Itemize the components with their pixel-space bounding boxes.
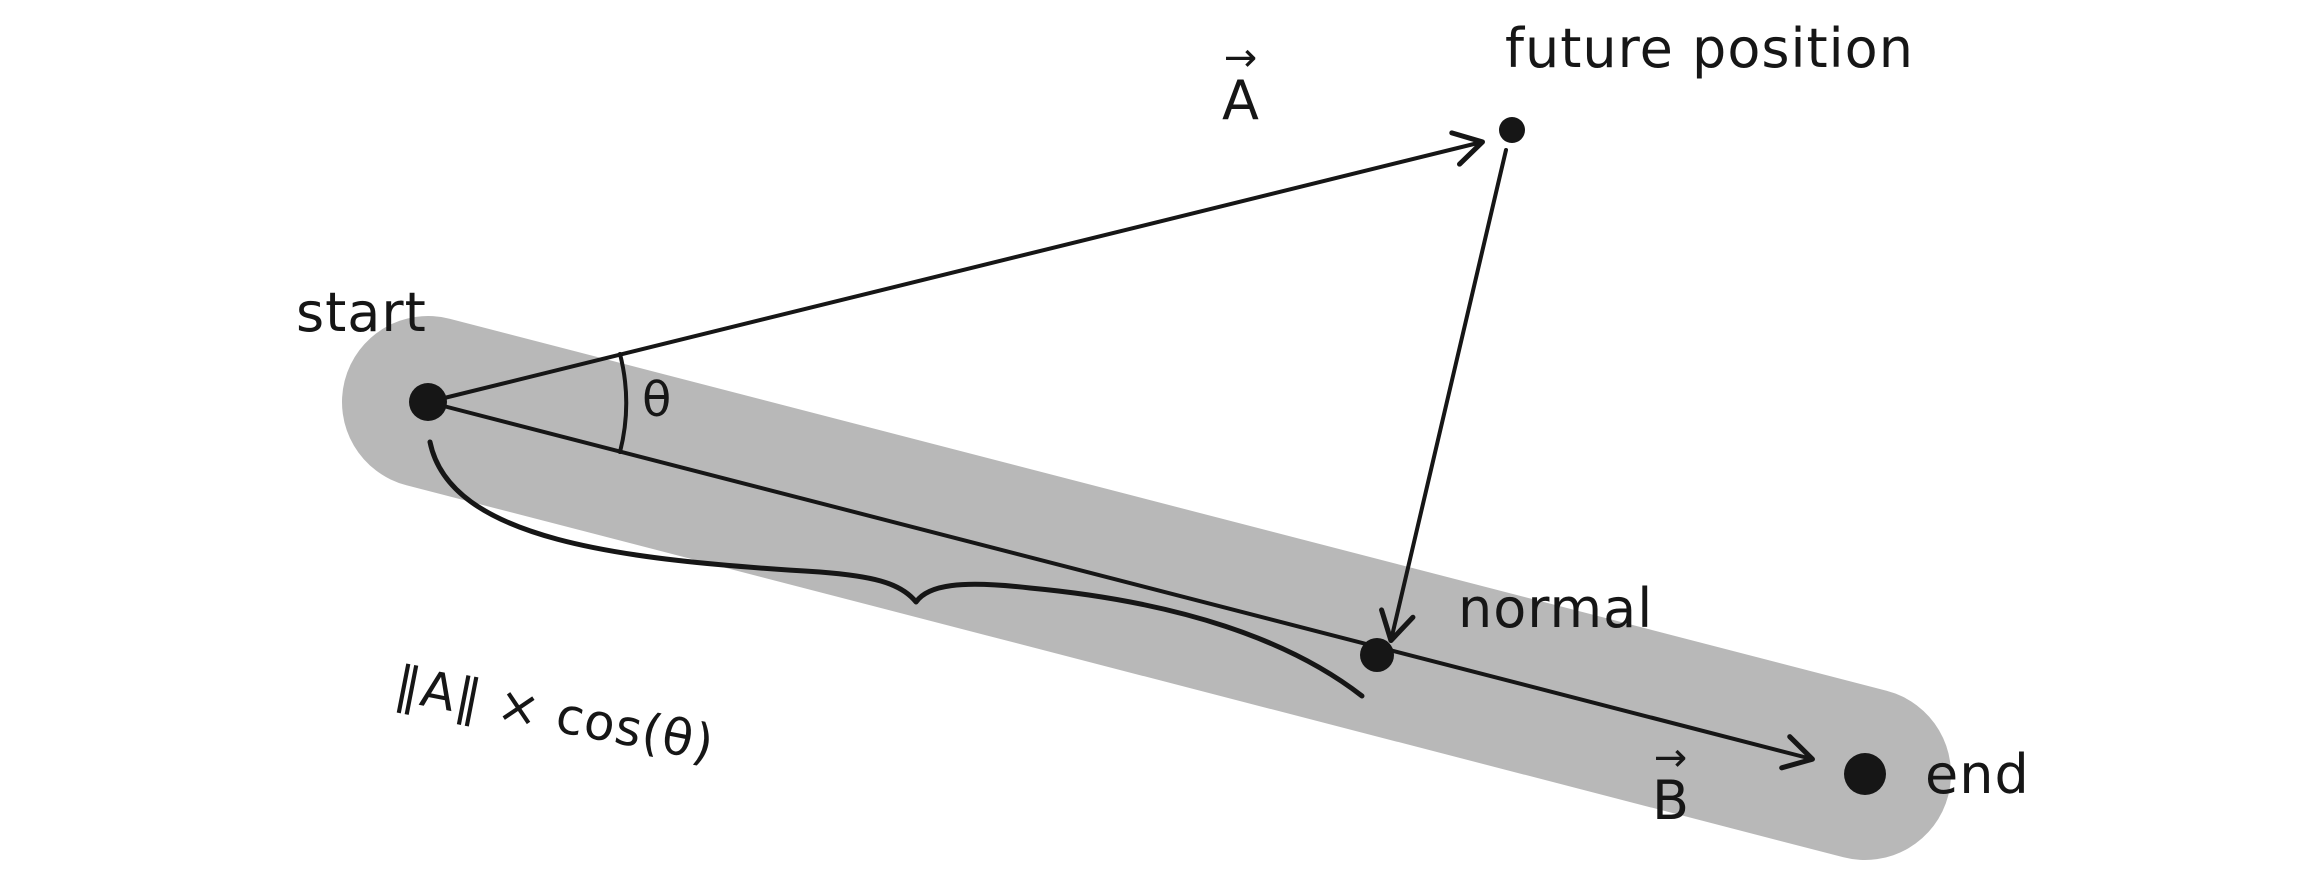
future-position-dot — [1499, 117, 1525, 143]
normal-label: normal — [1458, 577, 1654, 640]
vector-a-line — [426, 130, 1485, 404]
end-dot — [1844, 753, 1886, 795]
theta-label: θ — [642, 372, 673, 428]
vector-a-label: → A — [1222, 35, 1259, 132]
vector-b-line — [426, 400, 1815, 771]
start-label: start — [296, 281, 427, 344]
start-dot — [409, 383, 447, 421]
vector-b-letter: B — [1652, 769, 1690, 832]
vector-b-overbar-arrow-icon: → — [1653, 735, 1688, 781]
end-label: end — [1925, 743, 2030, 806]
normal-dot — [1360, 638, 1394, 672]
vector-a-overbar-arrow-icon: → — [1223, 35, 1258, 81]
projection-brace — [427, 439, 1365, 699]
vector-b-label: → B — [1652, 735, 1690, 832]
future-position-label: future position — [1505, 17, 1914, 80]
normal-line — [1379, 148, 1508, 644]
theta-angle-arc — [618, 352, 629, 454]
vector-a-letter: A — [1222, 69, 1259, 132]
